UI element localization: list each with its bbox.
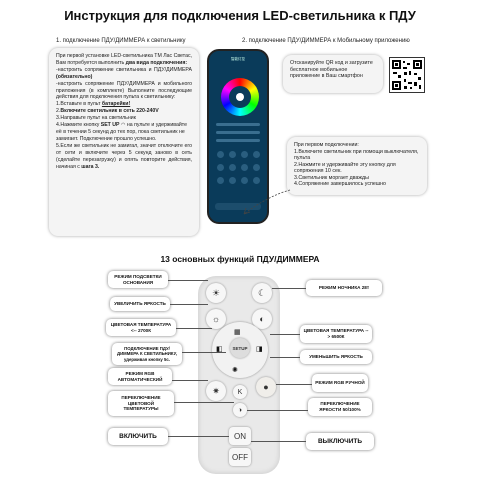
mode-button[interactable] (241, 164, 248, 171)
text: 3.Направьте пульт на светильник (56, 115, 136, 122)
rgb-auto-icon[interactable]: ✷ (206, 381, 226, 401)
mode-button[interactable] (253, 151, 260, 158)
color-wheel-knob[interactable] (236, 93, 244, 101)
text: на пульте и удерживайте её в течении 5 с… (56, 122, 187, 142)
text: 1.Включите светильник при помощи выключа… (294, 148, 419, 162)
text: -настроить сопряжение светильника и ПДУ/… (56, 66, 192, 73)
text: Отсканируйте QR код и загрузите бесплатн… (290, 60, 373, 79)
connector-line (270, 357, 300, 358)
connector-line (174, 402, 234, 403)
section2-heading: 2. подключение ПДУ/ДИММЕРА к Мобильному … (242, 38, 410, 44)
connector-line (182, 352, 226, 353)
function-label: РЕЖИМ ПОДСВЕТКИ ОСНОВАНИЯ (108, 271, 168, 288)
connector-line (247, 410, 308, 411)
mode-button[interactable] (229, 177, 236, 184)
temperature-slider[interactable] (216, 131, 260, 134)
mode-button[interactable] (253, 164, 260, 171)
phone-header: 智能灯控 (231, 57, 245, 61)
section1-heading: 1. подключение ПДУ/ДИММЕРА к светильнику (56, 38, 186, 44)
warm-light-icon[interactable]: ▦ (234, 329, 241, 336)
mode-button[interactable] (253, 177, 260, 184)
function-label: ПЕРЕКЛЮЧЕНИЕ ЯРКОСТИ 50/100% (308, 398, 372, 416)
connector-line (172, 380, 208, 381)
function-label: ПЕРЕКЛЮЧЕНИЕ ЦВЕТОВОЙ ТЕМПЕРАТУРЫ (108, 391, 174, 416)
text: (обязательно) (56, 73, 93, 80)
brightness-up-icon[interactable]: ☼ (206, 309, 226, 329)
connector-line (251, 441, 306, 442)
connector-line (168, 436, 229, 437)
speed-slider[interactable] (216, 139, 260, 142)
page-title: Инструкция для подключения LED-светильни… (64, 8, 416, 23)
text: шага 3. (81, 163, 100, 170)
brightness-down-icon[interactable]: ✺ (232, 367, 238, 374)
function-label: ЦВЕТОВАЯ ТЕМПЕРАТУРА --> 6500К (300, 325, 372, 343)
mode-button[interactable] (229, 164, 236, 171)
phone-mockup: 智能灯控 (207, 49, 269, 224)
functions-title: 13 основных функций ПДУ/ДИММЕРА (160, 254, 320, 264)
qr-instructions-card: Отсканируйте QR код и загрузите бесплатн… (283, 55, 383, 93)
setup-button[interactable]: SETUP (230, 338, 250, 358)
mode-button[interactable] (229, 151, 236, 158)
setup-instructions-card: При первой установке LED-светильника ТМ … (49, 48, 199, 236)
mode-button[interactable] (241, 151, 248, 158)
function-label: ПОДКЛЮЧЕНИЕ ПДУ/ДИММЕРА К СВЕТИЛЬНИКУ, у… (112, 343, 182, 365)
sun-icon[interactable]: ☀ (206, 283, 226, 303)
text: При первой установке LED-светильника ТМ … (56, 53, 192, 66)
text: 4.Нажмите кнопку (56, 122, 101, 129)
cool-light-icon[interactable]: ◐ (252, 309, 272, 329)
text: батарейки! (101, 101, 131, 108)
temp-right-icon[interactable]: ◨ (256, 346, 263, 353)
text: 2.Нажмите и удерживайте эту кнопку для с… (294, 161, 396, 175)
wifi-icon: ◠ (120, 122, 126, 129)
temp-left-icon[interactable]: ◧ (216, 346, 223, 353)
mode-button[interactable] (217, 177, 224, 184)
qr-code (389, 57, 425, 93)
function-label: УВЕЛИЧИТЬ ЯРКОСТЬ (110, 297, 170, 311)
function-label: УМЕНЬШИТЬ ЯРКОСТЬ (300, 350, 372, 364)
brightness-slider[interactable] (216, 123, 260, 126)
text: Включите светильник в сеть 220-240V (60, 108, 159, 115)
text: 1.Вставьте в пульт (56, 101, 102, 108)
connector-line (272, 288, 306, 289)
text: два вида подключения: (125, 59, 188, 66)
function-label: РЕЖИМ RGB РУЧНОЙ (312, 374, 368, 392)
off-button[interactable]: OFF (229, 448, 251, 466)
function-label: ВЫКЛЮЧИТЬ (306, 433, 374, 450)
connector-line (176, 328, 212, 329)
mode-button[interactable] (217, 164, 224, 171)
connector-line (270, 334, 300, 335)
text: При первом подключении: (294, 142, 359, 148)
bottom-nav[interactable] (215, 203, 261, 210)
text: 5.Если же светильник не замигал, значит … (56, 142, 192, 170)
brightness-switch-icon[interactable]: ◑ (233, 403, 247, 417)
function-label: РЕЖИМ НОЧНИКА 28т (306, 280, 382, 296)
rgb-manual-icon[interactable]: ● (256, 377, 276, 397)
function-label: ВКЛЮЧИТЬ (108, 428, 168, 445)
text: 3.Светильник моргает дважды (294, 174, 369, 181)
mode-button[interactable] (241, 177, 248, 184)
connector-line (168, 280, 208, 281)
on-button[interactable]: ON (229, 427, 251, 445)
function-label: РЕЖИМ RGB АВТОМАТИЧЕСКИЙ (108, 368, 172, 385)
arrow-icon (243, 189, 291, 215)
mode-button[interactable] (217, 151, 224, 158)
text: SET UP (100, 122, 120, 129)
pairing-instructions-card: При первом подключении: 1.Включите свети… (287, 137, 427, 195)
text: 4.Сопряжение завершилось успешно (294, 181, 386, 187)
color-temp-switch-icon[interactable]: K (233, 385, 247, 399)
text: 2. (56, 108, 61, 115)
text: -настроить сопряжение ПДУ/ДИММЕРА и моби… (56, 80, 192, 101)
moon-icon[interactable]: ☾ (252, 283, 272, 303)
connector-line (276, 384, 312, 385)
connector-line (170, 304, 208, 305)
function-label: ЦВЕТОВАЯ ТЕМПЕРАТУРА <-- 2700К (106, 319, 176, 336)
